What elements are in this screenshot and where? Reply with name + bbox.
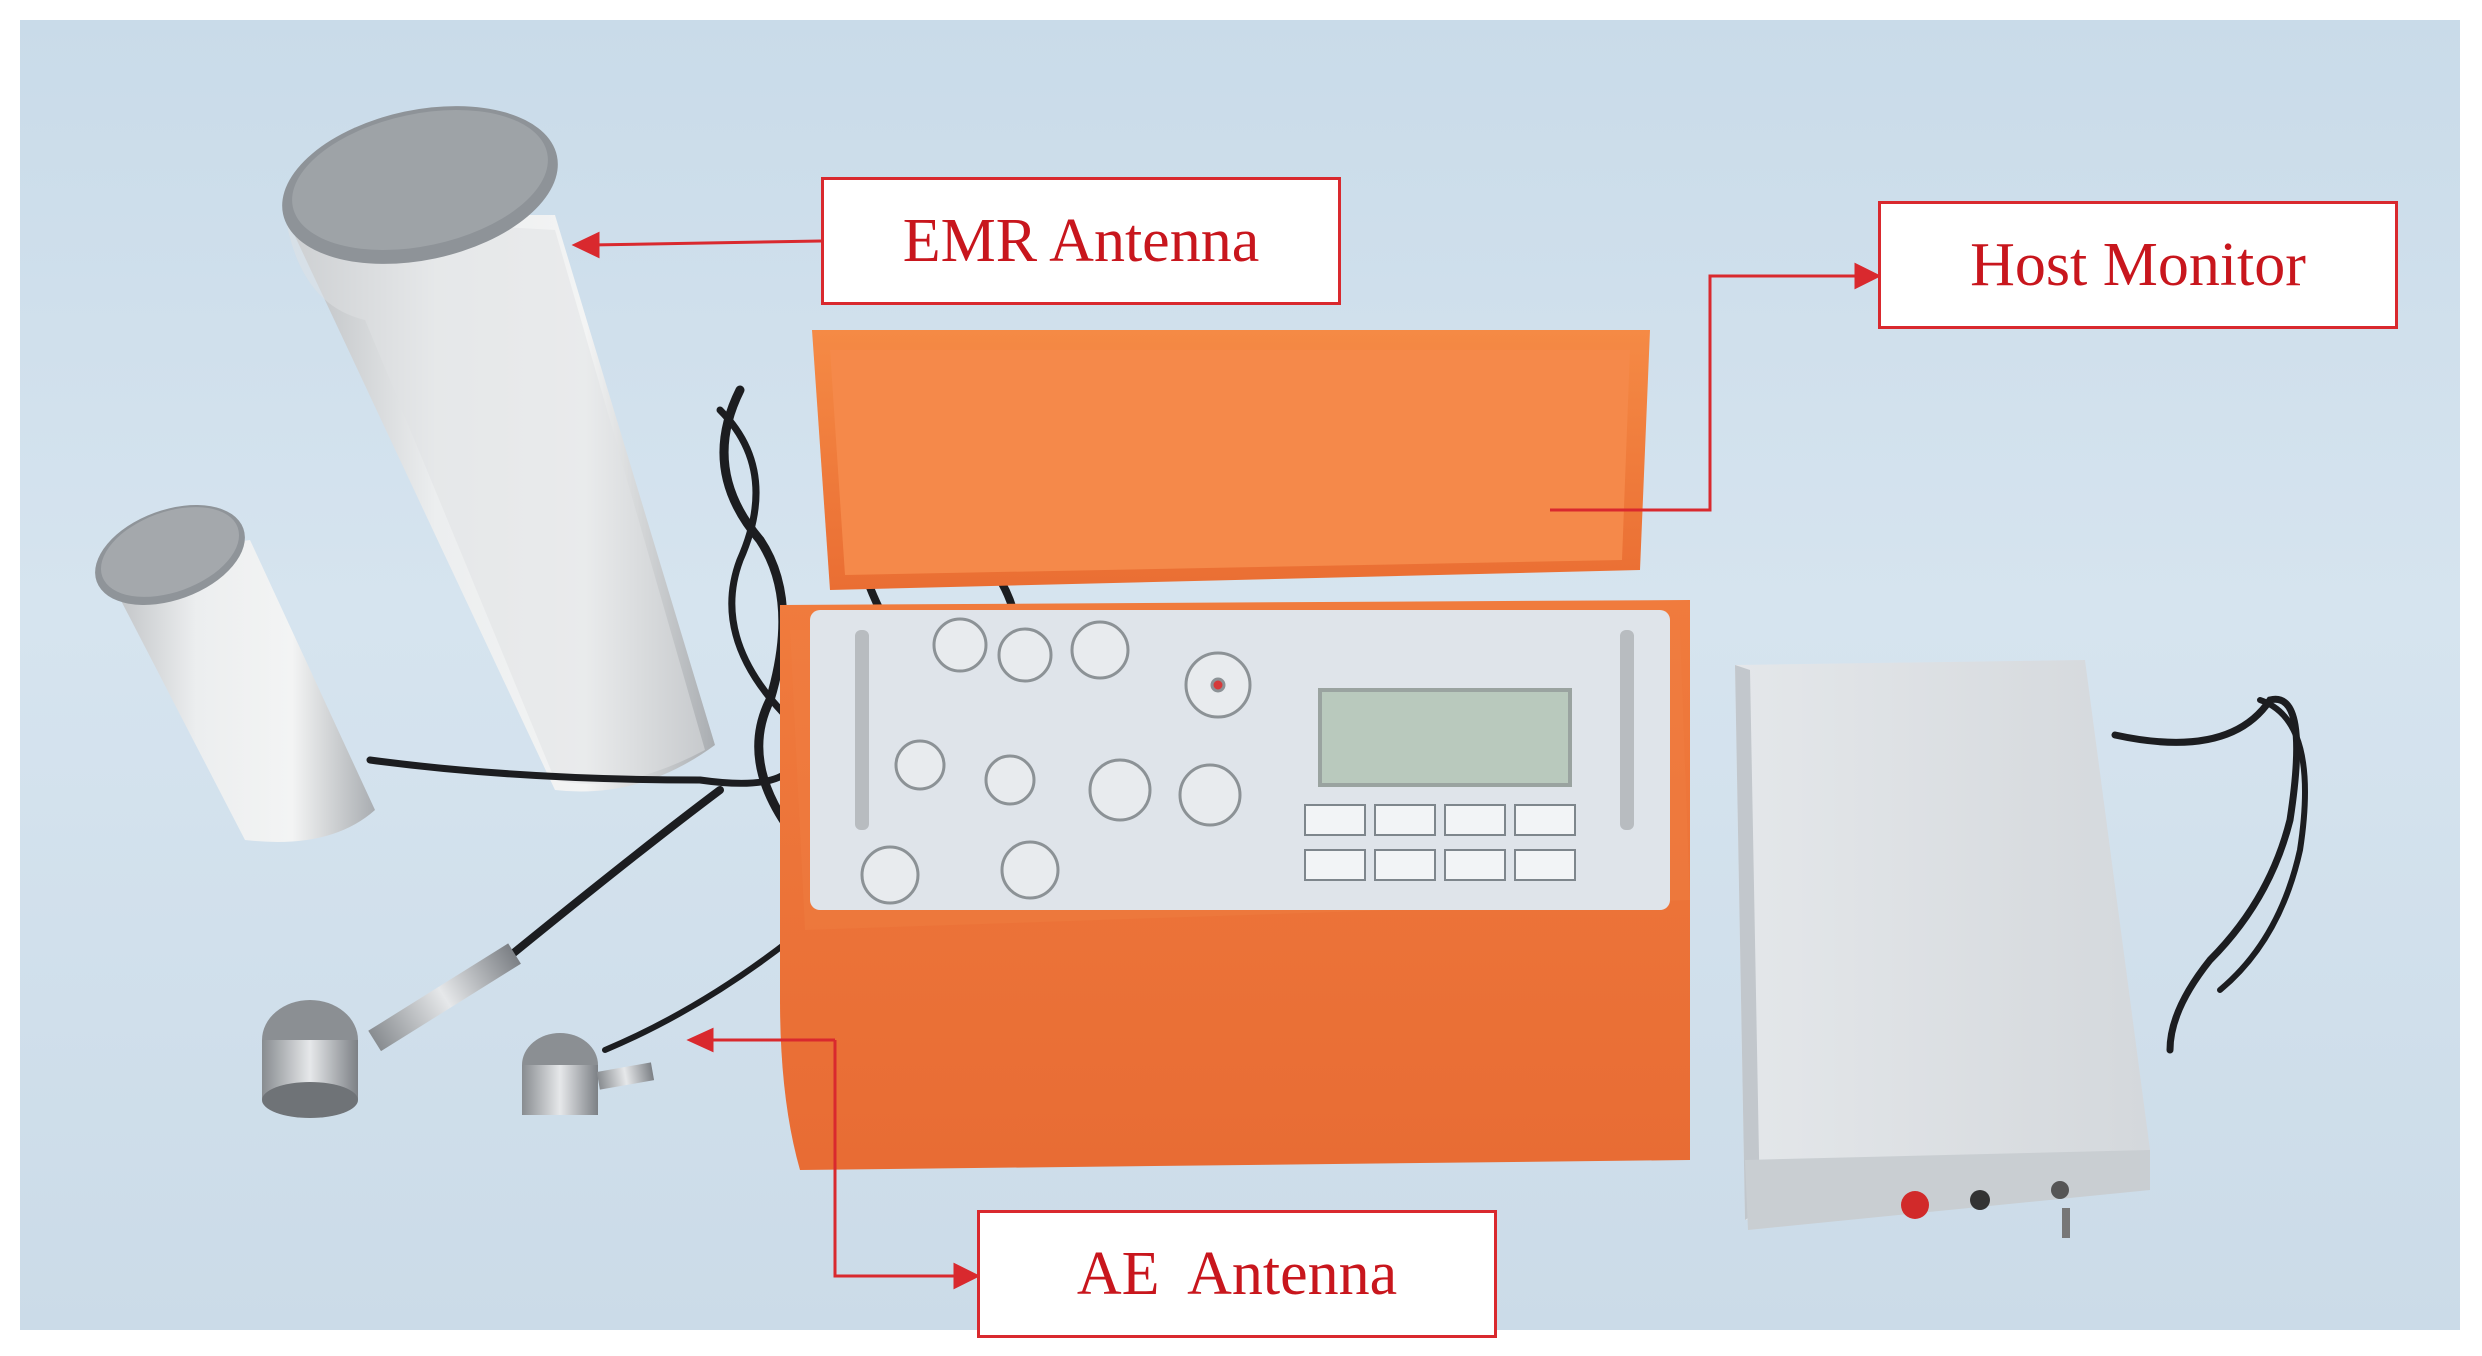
emr-antenna-label: EMR Antenna (821, 177, 1341, 305)
host-monitor-label: Host Monitor (1878, 201, 2398, 329)
cables (366, 385, 2308, 1054)
keypad (1304, 804, 1576, 881)
power-supply-box (1735, 660, 2150, 1238)
connectors (860, 617, 1252, 905)
annotation-arrows (571, 231, 1882, 1290)
ae-antenna-label: AE Antenna (977, 1210, 1497, 1338)
emr-antenna-large (282, 106, 715, 792)
host-monitor-case (780, 330, 1690, 1170)
emr-antenna-small (95, 505, 375, 842)
ae-sensors (262, 943, 655, 1118)
